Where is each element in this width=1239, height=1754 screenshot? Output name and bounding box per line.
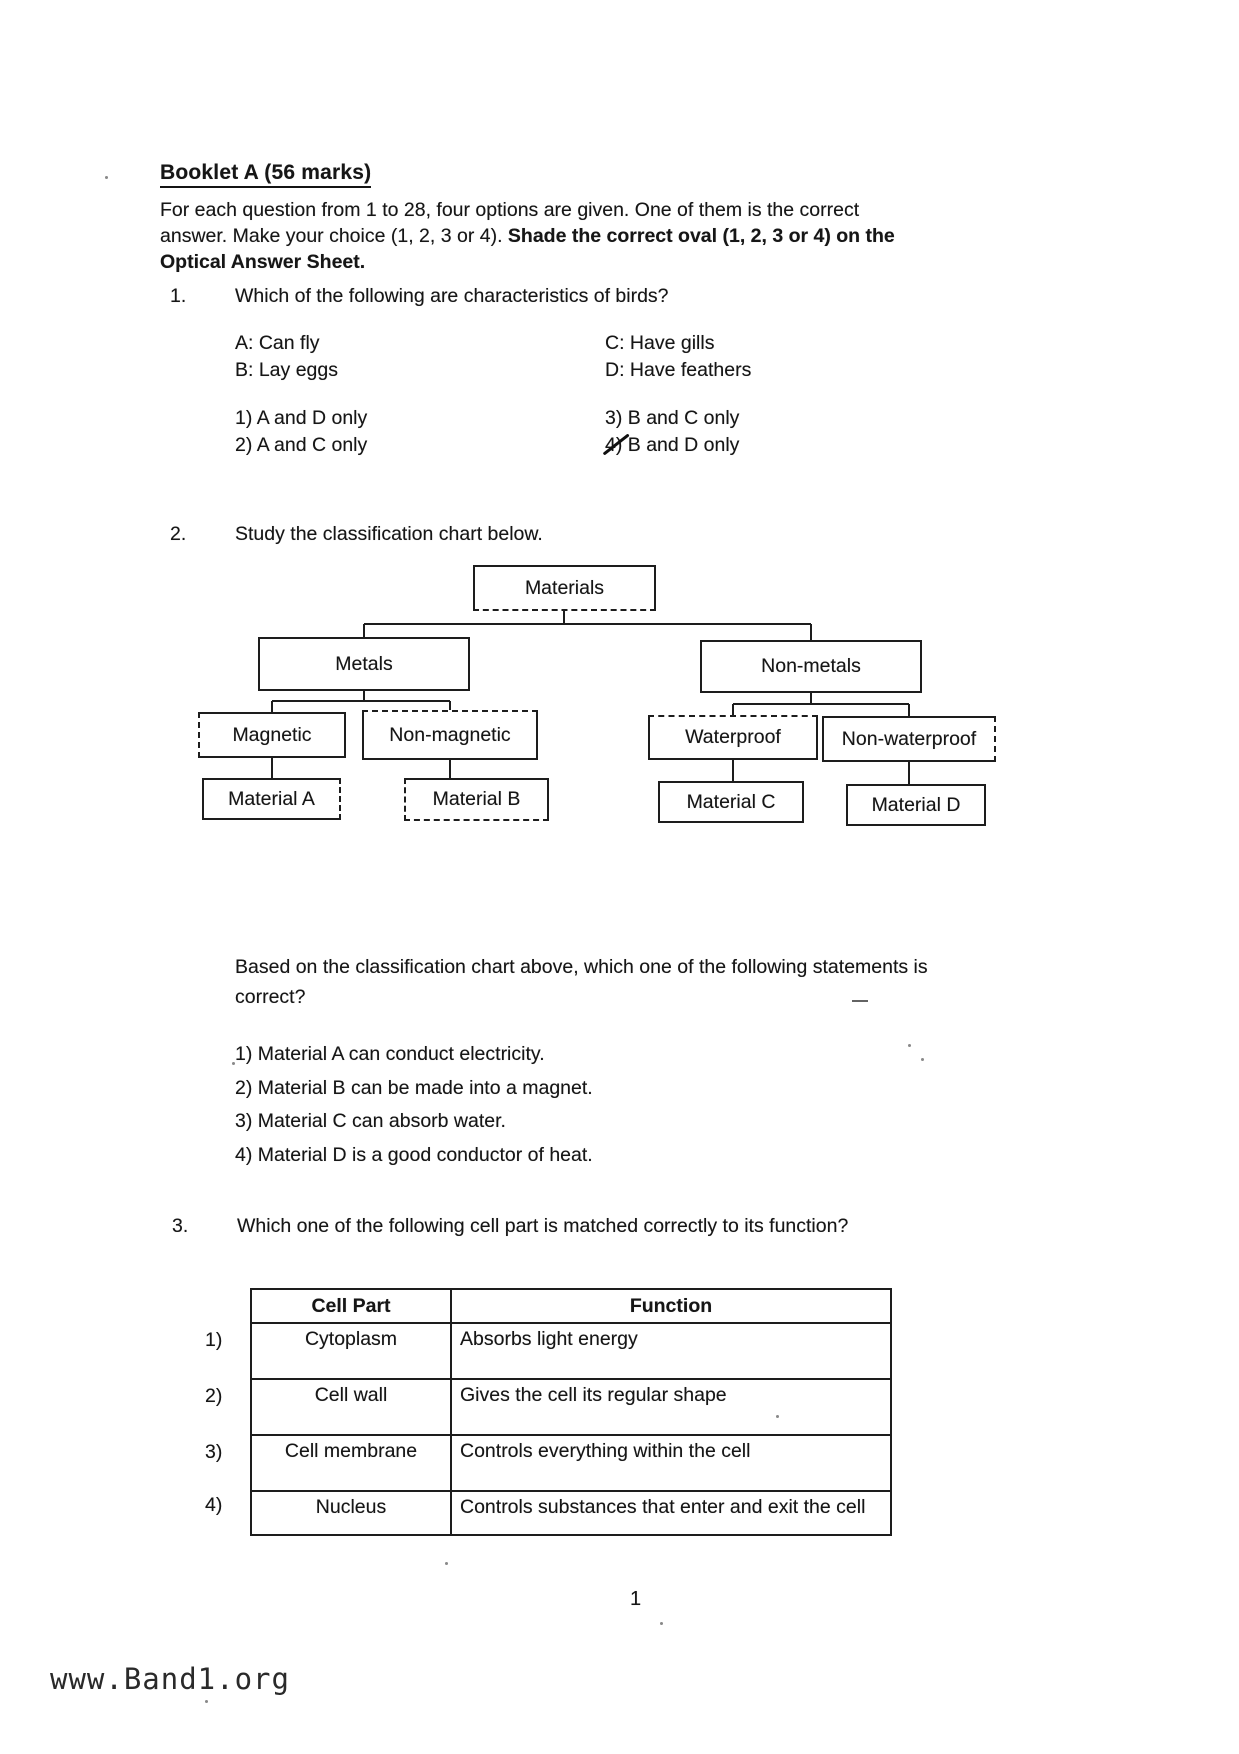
classification-chart: Materials Metals Non-metals Magnetic Non… — [170, 558, 1010, 830]
q1-statement-c: C: Have gills — [605, 332, 715, 354]
scan-speck — [105, 176, 108, 179]
cell-part-function-table: Cell Part Function Cytoplasm Absorbs lig… — [250, 1288, 892, 1536]
q2-choices: 1) Material A can conduct electricity. 2… — [235, 1038, 593, 1172]
scan-speck — [921, 1058, 924, 1061]
q1-choices-left: 1) A and D only 2) A and C only — [235, 405, 367, 459]
chart-node-non-magnetic: Non-magnetic — [362, 710, 538, 760]
q1-choice-2: 2) A and C only — [235, 434, 368, 456]
table-row: Cell membrane Controls everything within… — [250, 1434, 892, 1492]
q2-choice-1: 1) Material A can conduct electricity. — [235, 1043, 545, 1065]
chart-node-non-waterproof: Non-waterproof — [822, 716, 996, 762]
chart-node-non-metals: Non-metals — [700, 640, 922, 693]
scan-artifact-dash — [852, 1000, 868, 1002]
q3-row-number-4: 4) — [205, 1494, 223, 1516]
scan-speck — [205, 1700, 208, 1703]
q1-number: 1. — [170, 285, 187, 307]
table-header-function: Function — [450, 1288, 892, 1324]
q2-choice-3: 3) Material C can absorb water. — [235, 1110, 506, 1132]
q2-number: 2. — [170, 523, 187, 545]
function-value: Absorbs light energy — [450, 1322, 892, 1380]
q2-choice-4: 4) Material D is a good conductor of hea… — [235, 1143, 593, 1166]
q3-text: Which one of the following cell part is … — [237, 1215, 849, 1237]
table-header-cell-part: Cell Part — [250, 1288, 452, 1324]
instructions-line-2: answer. Make your choice (1, 2, 3 or 4).… — [160, 225, 895, 247]
table-row: Cell wall Gives the cell its regular sha… — [250, 1378, 892, 1436]
cell-part-value: Cytoplasm — [250, 1322, 452, 1380]
chart-node-material-d: Material D — [846, 784, 986, 826]
instructions-paragraph: For each question from 1 to 28, four opt… — [160, 197, 1000, 275]
q3-table-block: 1) 2) 3) 4) Cell Part Function Cytoplasm… — [205, 1288, 895, 1536]
q1-choices-right: 3) B and C only 4) B and D only — [602, 405, 740, 459]
page-number: 1 — [630, 1588, 642, 1610]
q3-row-number-3: 3) — [205, 1441, 223, 1463]
chart-node-material-c: Material C — [658, 781, 804, 823]
table-header-row: Cell Part Function — [250, 1288, 892, 1324]
chart-node-materials: Materials — [473, 565, 656, 611]
cell-part-value: Nucleus — [250, 1490, 452, 1536]
chart-node-waterproof: Waterproof — [648, 715, 818, 760]
instructions-line-3: Optical Answer Sheet. — [160, 251, 366, 273]
q1-statement-a: A: Can fly — [235, 332, 320, 354]
function-value: Gives the cell its regular shape — [450, 1378, 892, 1436]
chart-node-metals: Metals — [258, 637, 470, 691]
q1-statement-d: D: Have feathers — [605, 359, 752, 381]
function-value: Controls substances that enter and exit … — [450, 1490, 892, 1536]
instructions-line-1: For each question from 1 to 28, four opt… — [160, 199, 860, 221]
q2-text: Study the classification chart below. — [235, 523, 543, 545]
q2-choice-2: 2) Material B can be made into a magnet. — [235, 1076, 593, 1099]
scan-speck — [776, 1415, 779, 1418]
q1-choice-1: 1) A and D only — [235, 407, 368, 429]
watermark-url: www.Band1.org — [50, 1662, 290, 1696]
table-row: Nucleus Controls substances that enter a… — [250, 1490, 892, 1536]
q1-statement-b: B: Lay eggs — [235, 359, 338, 381]
chart-node-material-a: Material A — [202, 778, 341, 820]
cell-part-value: Cell membrane — [250, 1434, 452, 1492]
q3-row-number-1: 1) — [205, 1329, 223, 1351]
scan-speck — [232, 1062, 235, 1065]
table-row: Cytoplasm Absorbs light energy — [250, 1322, 892, 1380]
scan-speck — [908, 1044, 911, 1047]
booklet-title: Booklet A (56 marks) — [160, 161, 372, 188]
function-value: Controls everything within the cell — [450, 1434, 892, 1492]
q3-number: 3. — [172, 1215, 189, 1237]
scan-speck — [660, 1622, 663, 1625]
q1-statements-right: C: Have gills D: Have feathers — [605, 330, 751, 384]
q1-choice-4: 4) B and D only — [602, 432, 739, 459]
q1-statements-left: A: Can fly B: Lay eggs — [235, 330, 338, 384]
q1-text: Which of the following are characteristi… — [235, 285, 669, 307]
chart-node-magnetic: Magnetic — [198, 712, 346, 758]
scan-speck — [445, 1562, 448, 1565]
q3-row-number-2: 2) — [205, 1385, 223, 1407]
q1-choice-3: 3) B and C only — [605, 407, 740, 429]
cell-part-value: Cell wall — [250, 1378, 452, 1436]
q2-followup-text: Based on the classification chart above,… — [235, 956, 928, 1008]
chart-node-material-b: Material B — [404, 778, 549, 821]
